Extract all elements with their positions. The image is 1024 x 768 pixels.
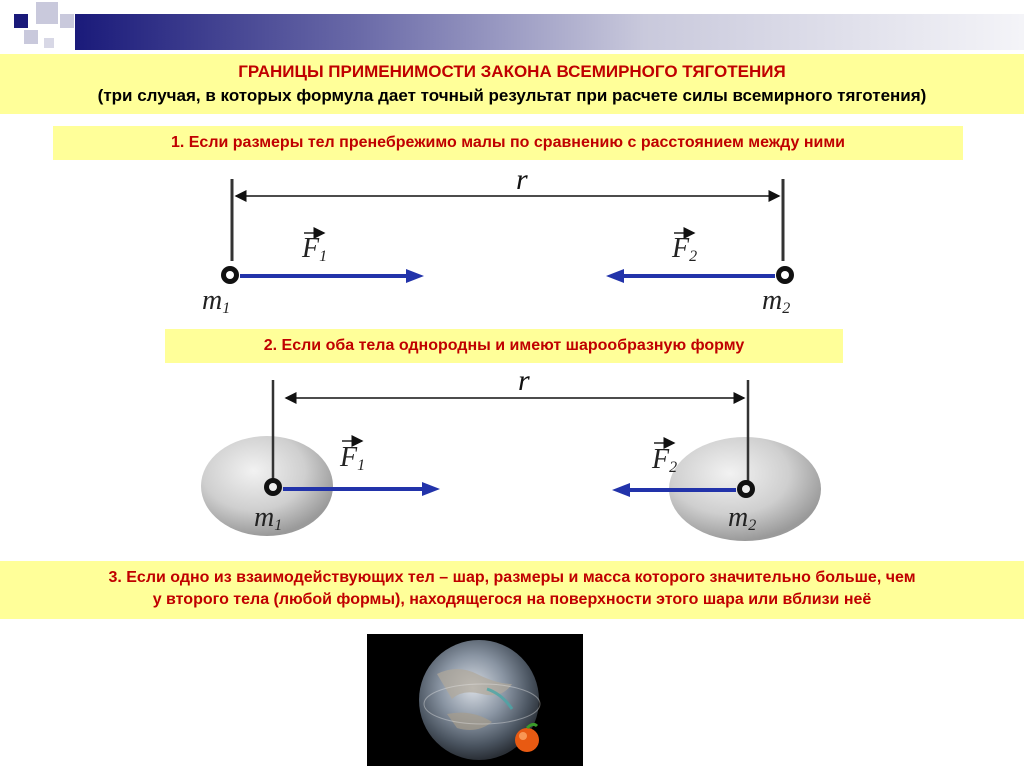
page-title: ГРАНИЦЫ ПРИМЕНИМОСТИ ЗАКОНА ВСЕМИРНОГО Т… (238, 62, 786, 81)
force-1-label: F1 (301, 233, 327, 265)
corner-decoration (0, 0, 80, 56)
force-1-label: F1 (339, 442, 365, 474)
case-2-banner: 2. Если оба тела однородны и имеют шароо… (165, 329, 843, 363)
distance-label: r (518, 366, 530, 397)
mass-2-label: m2 (728, 502, 756, 534)
case-3-line-1: 3. Если одно из взаимодействующих тел – … (108, 569, 916, 586)
point-masses-diagram: r F1 F2 m1 m2 (202, 165, 794, 317)
spheres-diagram: r F1 F2 m1 m2 (201, 366, 821, 541)
mass-2-label: m2 (762, 285, 790, 317)
page-subtitle: (три случая, в которых формула дает точн… (97, 86, 927, 105)
force-2-label: F2 (671, 233, 697, 265)
header-gradient-bar (75, 14, 1024, 50)
case-1-banner: 1. Если размеры тел пренебрежимо малы по… (53, 126, 963, 160)
earth-with-apple-image (367, 634, 583, 766)
title-banner: ГРАНИЦЫ ПРИМЕНИМОСТИ ЗАКОНА ВСЕМИРНОГО Т… (0, 54, 1024, 114)
mass-1-label: m1 (254, 502, 282, 534)
force-2-label: F2 (651, 444, 677, 476)
apple (515, 728, 539, 752)
mass-1-label: m1 (202, 285, 230, 317)
case-3-banner: 3. Если одно из взаимодействующих тел – … (0, 561, 1024, 619)
distance-label: r (516, 165, 528, 196)
case-3-line-2: у второго тела (любой формы), находящего… (152, 591, 872, 608)
